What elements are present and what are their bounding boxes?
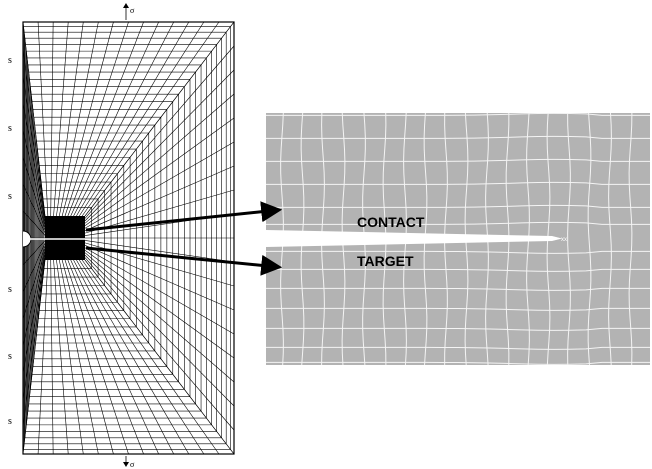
mesh-line — [79, 259, 205, 455]
mesh-line — [37, 21, 49, 217]
support-label: s — [8, 123, 12, 134]
mesh-line — [76, 259, 190, 455]
target-arrow — [85, 246, 283, 276]
mesh-lines — [22, 21, 235, 455]
mesh-line — [22, 21, 46, 217]
support-label: s — [8, 55, 12, 66]
mesh-line — [70, 259, 159, 455]
mesh-line — [84, 257, 235, 431]
zoom-grid-line — [266, 268, 650, 272]
contact-label: CONTACT — [357, 214, 425, 230]
zoom-grid-line — [266, 135, 650, 139]
mesh-line — [67, 21, 144, 217]
zoom-grid-line — [587, 113, 592, 365]
zoom-grid-line — [266, 250, 650, 254]
mesh-line — [61, 259, 114, 455]
mesh-line — [22, 183, 46, 233]
target-label: TARGET — [357, 253, 414, 269]
crack-notch — [22, 230, 32, 248]
zoom-grid-line — [567, 113, 571, 365]
mesh-line — [73, 259, 174, 455]
mesh-line — [84, 93, 235, 224]
support-label: s — [8, 416, 12, 427]
mesh-line — [84, 249, 235, 359]
mesh-line — [22, 156, 46, 230]
mesh-line — [22, 102, 46, 225]
mesh-line — [56, 259, 84, 455]
mesh-line — [53, 259, 69, 455]
mesh-line — [22, 246, 46, 320]
mesh-line — [64, 21, 129, 217]
mesh-line — [22, 210, 46, 236]
zoom-grid-line — [266, 204, 650, 208]
mesh-line — [50, 21, 54, 217]
mesh-line — [84, 254, 235, 407]
refined-crack-region — [45, 216, 85, 260]
mesh-line — [81, 259, 220, 455]
mesh-line — [22, 129, 46, 228]
mesh-line — [22, 243, 46, 293]
mesh-line — [84, 245, 235, 311]
bottom-load-arrow: σ — [123, 456, 135, 469]
mesh-line — [22, 248, 46, 347]
mesh-panel: σ σ s s s s s s s — [8, 3, 235, 469]
mesh-line — [76, 21, 190, 217]
mesh-line — [22, 254, 46, 401]
mesh-line — [58, 259, 99, 455]
support-label: s — [8, 284, 12, 295]
mesh-line — [70, 21, 159, 217]
mesh-line — [84, 141, 235, 229]
zoom-grid-line — [608, 113, 612, 365]
mesh-line — [84, 247, 235, 335]
zoom-grid-line — [266, 307, 650, 311]
mesh-line — [61, 21, 114, 217]
mesh-line — [84, 45, 235, 219]
zoom-grid-line — [266, 327, 650, 331]
mesh-line — [22, 240, 46, 266]
zoom-grid-line — [266, 158, 650, 162]
mesh-line — [84, 165, 235, 231]
zoom-grid-line — [266, 346, 650, 350]
top-load-label: σ — [130, 6, 135, 15]
mesh-line — [84, 69, 235, 222]
mesh-line — [64, 259, 129, 455]
zoom-grid-line — [266, 181, 650, 185]
mesh-line — [53, 21, 69, 217]
top-load-arrow: σ — [123, 3, 135, 20]
mesh-line — [84, 240, 235, 263]
bottom-load-label: σ — [130, 460, 135, 469]
mesh-line — [84, 252, 235, 383]
mesh-line — [67, 259, 144, 455]
zoom-panel: xx CONTACT TARGET — [266, 113, 650, 365]
mesh-line — [84, 117, 235, 227]
mesh-line — [22, 257, 46, 428]
mesh-line — [37, 259, 49, 455]
mesh-line — [22, 251, 46, 374]
mesh-line — [79, 21, 205, 217]
zoom-grid-line — [266, 221, 650, 225]
mesh-line — [56, 21, 84, 217]
zoom-grid-line — [266, 361, 650, 365]
mesh-line — [22, 75, 46, 222]
support-label: s — [8, 351, 12, 362]
mesh-line — [84, 189, 235, 234]
mesh-line — [73, 21, 174, 217]
mesh-line — [84, 259, 235, 455]
zoom-grid-line — [628, 113, 633, 365]
mesh-line — [22, 48, 46, 219]
mesh-line — [22, 259, 46, 455]
support-label: s — [8, 191, 12, 202]
zoom-grid-line — [266, 287, 650, 291]
mesh-line — [50, 259, 54, 455]
contact-arrow — [85, 201, 283, 232]
mesh-line — [81, 21, 220, 217]
crack-opening — [266, 230, 562, 247]
mesh-line — [58, 21, 99, 217]
zoom-grid-line — [266, 113, 650, 116]
mesh-line — [84, 21, 235, 217]
crack-tip-marker: xx — [561, 237, 567, 243]
